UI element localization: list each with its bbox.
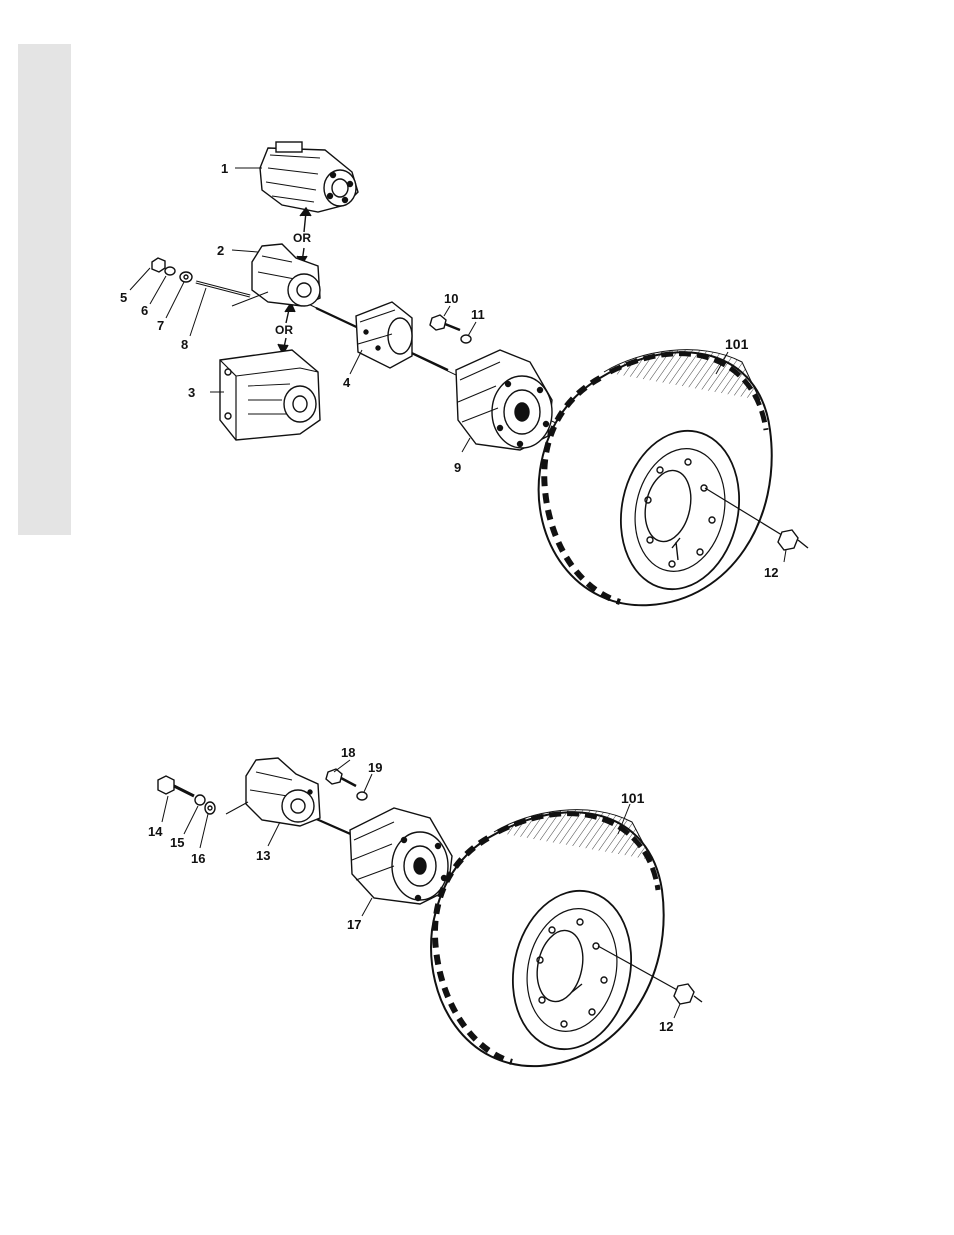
callout-16: 16 (191, 852, 205, 865)
callout-3: 3 (188, 386, 195, 399)
callout-5: 5 (120, 291, 127, 304)
callout-9: 9 (454, 461, 461, 474)
washer-icon (195, 795, 205, 805)
hub-icon (356, 302, 412, 368)
hub-icon (350, 808, 452, 904)
callout-6: 6 (141, 304, 148, 317)
hub-icon (456, 350, 552, 450)
washer-icon (461, 335, 471, 343)
pump-icon (246, 758, 320, 826)
washer-icon (180, 272, 192, 282)
callout-11: 11 (471, 308, 485, 321)
upper-assembly (130, 142, 808, 605)
bolt-icon (430, 315, 460, 330)
callout-101: 101 (725, 337, 748, 351)
callout-101: 101 (621, 791, 644, 805)
callout-12: 12 (659, 1020, 673, 1033)
callout-19: 19 (368, 761, 382, 774)
callout-13: 13 (256, 849, 270, 862)
callout-8: 8 (181, 338, 188, 351)
motor-icon (260, 142, 358, 212)
washer-icon (205, 802, 215, 814)
callout-1: 1 (221, 162, 228, 175)
nut-icon (778, 530, 808, 550)
callout-17: 17 (347, 918, 361, 931)
callout-4: 4 (343, 376, 350, 389)
or-label: OR (293, 232, 311, 244)
nut-icon (674, 984, 702, 1004)
washer-icon (165, 267, 175, 275)
callout-10: 10 (444, 292, 458, 305)
pump-icon (252, 244, 320, 306)
callout-7: 7 (157, 319, 164, 332)
nut-icon (152, 258, 165, 272)
callout-14: 14 (148, 825, 162, 838)
callout-15: 15 (170, 836, 184, 849)
callout-18: 18 (341, 746, 355, 759)
bolt-icon (158, 776, 194, 796)
or-label: OR (275, 324, 293, 336)
callout-2: 2 (217, 244, 224, 257)
washer-icon (357, 792, 367, 800)
bolt-icon (326, 769, 356, 786)
motor-icon (220, 350, 320, 440)
callout-12: 12 (764, 566, 778, 579)
